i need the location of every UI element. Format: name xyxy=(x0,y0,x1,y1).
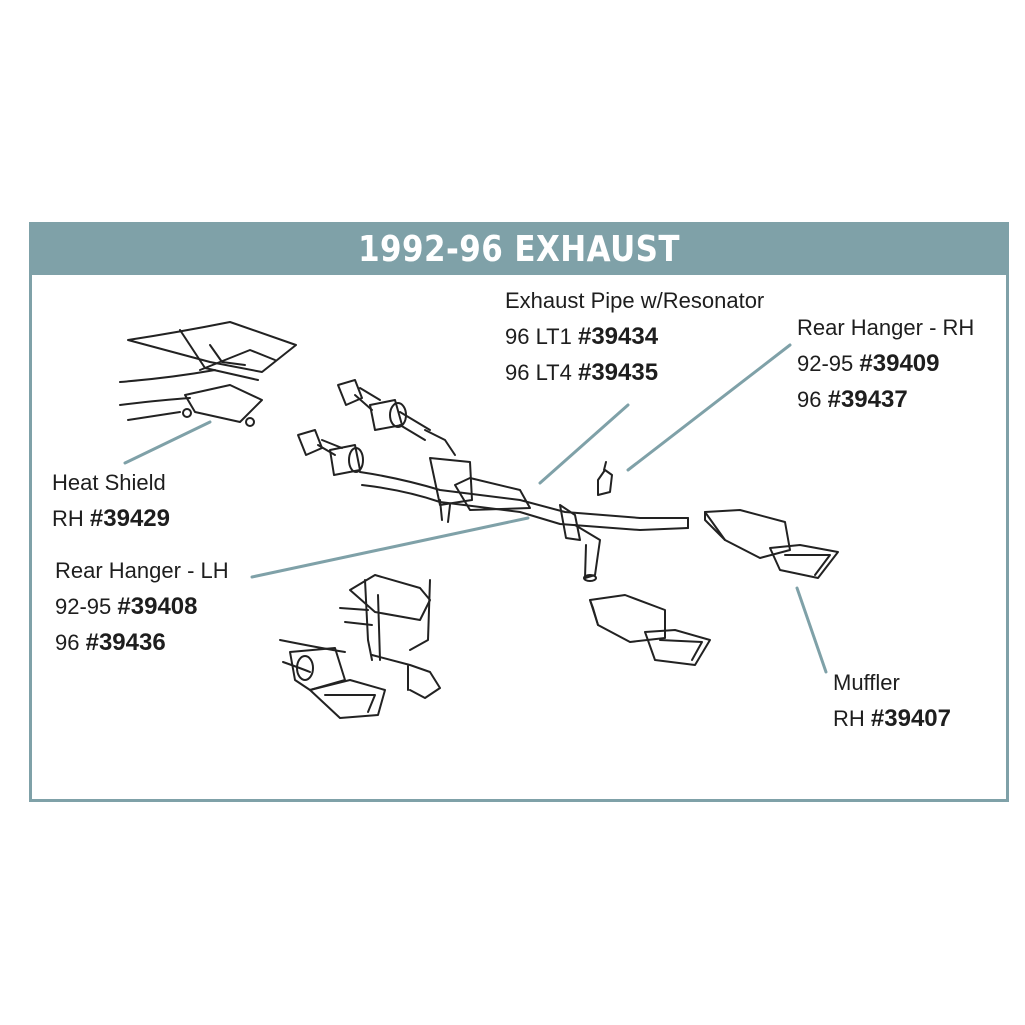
diagram-title: 1992-96 EXHAUST xyxy=(358,229,680,270)
callout-muffler-l1-part: #39407 xyxy=(870,705,951,732)
callout-exhaust-pipe-name: Exhaust Pipe w/Resonator xyxy=(505,288,765,313)
callout-rear-hanger-rh-line2: 96 #39437 xyxy=(797,382,974,418)
callout-exhaust-pipe-l2-part: #39435 xyxy=(577,359,659,386)
callout-rear-hanger-rh-l1-prefix: 92-95 xyxy=(797,351,854,376)
callout-heat-shield-name: Heat Shield xyxy=(52,470,166,495)
callout-muffler-name: Muffler xyxy=(833,670,900,695)
leader-exhaust-pipe xyxy=(538,403,630,485)
callout-heat-shield: Heat Shield RH #39429 xyxy=(52,465,170,537)
callout-exhaust-pipe-l1-part: #39434 xyxy=(577,323,659,350)
exhaust-pipe-with-resonator xyxy=(359,457,689,582)
callout-rear-hanger-rh-line1: 92-95 #39409 xyxy=(797,346,974,382)
callout-heat-shield-l1-prefix: RH xyxy=(52,506,84,531)
callout-rear-hanger-lh-l1-prefix: 92-95 xyxy=(55,594,112,619)
callout-rear-hanger-lh-l1-part: #39408 xyxy=(117,593,198,620)
heat-shield-detail xyxy=(119,321,297,427)
callout-rear-hanger-lh-line1: 92-95 #39408 xyxy=(55,589,229,625)
callout-rear-hanger-lh: Rear Hanger - LH 92-95 #39408 96 #39436 xyxy=(55,553,229,661)
callout-exhaust-pipe-l1-prefix: 96 LT1 xyxy=(505,324,572,349)
catalytic-converters xyxy=(297,379,456,476)
callout-exhaust-pipe-line1: 96 LT1 #39434 xyxy=(505,319,764,355)
leader-muffler xyxy=(795,586,828,674)
leader-rear-hanger-lh xyxy=(250,516,530,579)
callout-muffler: Muffler RH #39407 xyxy=(833,665,951,737)
callout-rear-hanger-lh-l2-prefix: 96 xyxy=(55,630,80,655)
title-bar: 1992-96 EXHAUST xyxy=(32,225,1006,275)
leader-rear-hanger-rh xyxy=(626,343,792,472)
callout-muffler-l1-prefix: RH xyxy=(833,706,865,731)
callout-rear-hanger-rh-name: Rear Hanger - RH xyxy=(797,315,975,340)
callout-heat-shield-line1: RH #39429 xyxy=(52,501,170,537)
callout-rear-hanger-rh-l2-prefix: 96 xyxy=(797,387,822,412)
callout-exhaust-pipe: Exhaust Pipe w/Resonator 96 LT1 #39434 9… xyxy=(505,283,764,391)
callout-rear-hanger-rh: Rear Hanger - RH 92-95 #39409 96 #39437 xyxy=(797,310,974,418)
callout-exhaust-pipe-l2-prefix: 96 LT4 xyxy=(505,360,572,385)
callout-rear-hanger-rh-l2-part: #39437 xyxy=(827,386,908,413)
callout-heat-shield-l1-part: #39429 xyxy=(89,505,170,532)
callout-rear-hanger-lh-line2: 96 #39436 xyxy=(55,625,229,661)
leader-heat-shield xyxy=(123,420,212,465)
callout-rear-hanger-lh-l2-part: #39436 xyxy=(85,629,166,656)
muffler-lh-part xyxy=(589,594,711,666)
leader-lines xyxy=(123,343,828,674)
callout-rear-hanger-lh-name: Rear Hanger - LH xyxy=(55,558,229,583)
muffler-rh-part xyxy=(704,509,839,579)
callout-rear-hanger-rh-l1-part: #39409 xyxy=(859,350,940,377)
callout-muffler-line1: RH #39407 xyxy=(833,701,951,737)
rear-hanger-lh-detail xyxy=(279,574,441,719)
callout-exhaust-pipe-line2: 96 LT4 #39435 xyxy=(505,355,764,391)
rear-hanger-rh-part xyxy=(597,461,613,496)
diagram-panel: 1992-96 EXHAUST xyxy=(29,222,1009,802)
